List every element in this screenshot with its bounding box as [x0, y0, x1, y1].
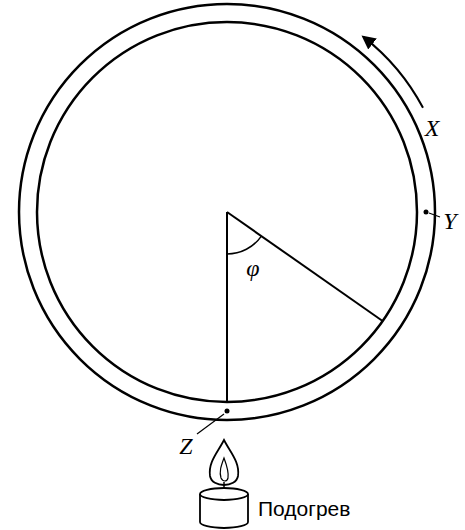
- leader-line: [429, 213, 440, 217]
- angle-label: φ: [246, 256, 259, 280]
- point-label: X: [425, 116, 440, 140]
- vertical-radius: [226, 212, 228, 402]
- heater-label: Подогрев: [258, 498, 350, 519]
- point-dot: [225, 409, 230, 414]
- point-label: Y: [443, 209, 456, 233]
- candle-flame: [210, 440, 239, 485]
- flame-core: [220, 458, 228, 481]
- angle-arc: [227, 236, 261, 254]
- tube-inner-wall: [37, 22, 417, 402]
- angled-radius: [227, 212, 383, 321]
- point-label: Z: [179, 434, 192, 458]
- point-dot: [424, 210, 429, 215]
- leader-line: [197, 414, 224, 434]
- tube-outer-wall: [19, 4, 435, 420]
- flow-arrow: [364, 37, 423, 108]
- candle-top: [200, 488, 248, 500]
